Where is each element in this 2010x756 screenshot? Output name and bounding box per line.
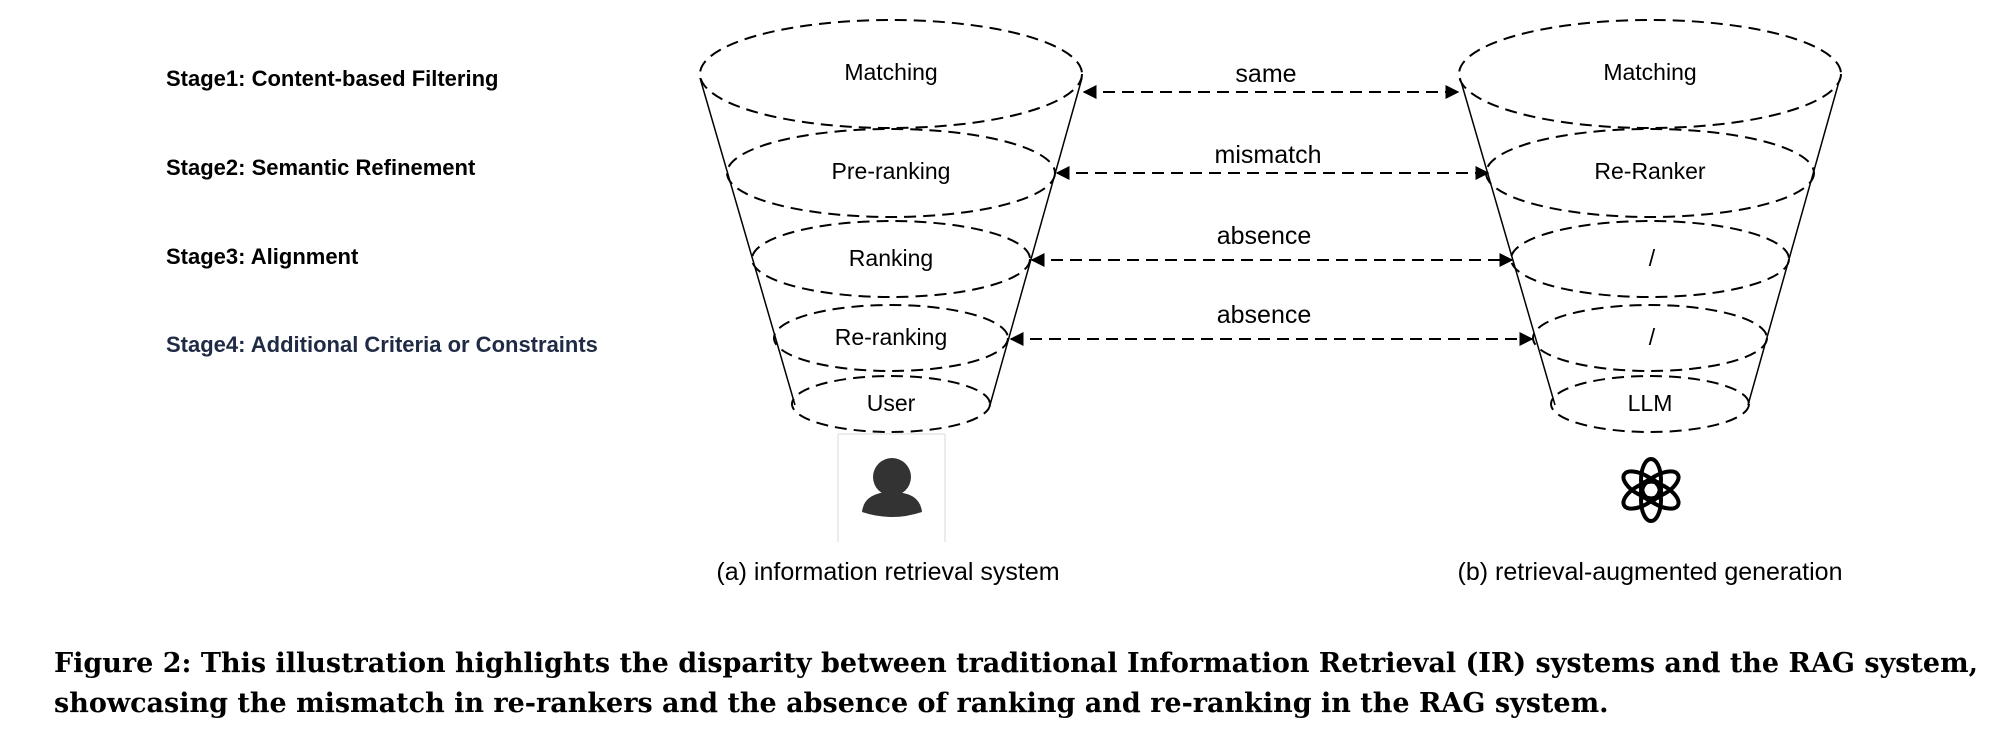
figure-caption-line-1: Figure 2: This illustration highlights t… (54, 648, 1979, 679)
right-layer-label-re-ranker: Re-Ranker (1594, 158, 1706, 184)
left-layer-user (791, 375, 991, 433)
openai-logo-icon (1621, 457, 1681, 523)
left-layer-label-user: User (867, 390, 916, 416)
left-system-caption: (a) information retrieval system (716, 558, 1059, 586)
left-layer-pre-ranking (726, 128, 1056, 218)
stage-2-label: Stage2: Semantic Refinement (166, 155, 476, 180)
left-layer-label-re-ranking: Re-ranking (835, 324, 948, 350)
funnel-comparison-diagram: Matching Pre-ranking Ranking Re-ranking … (699, 19, 1843, 586)
left-funnel-side-right (989, 77, 1083, 406)
stage-3-label: Stage3: Alignment (166, 244, 359, 269)
right-layer-label-llm: LLM (1628, 390, 1673, 416)
right-layer-llm (1550, 375, 1750, 433)
relation-arrows: same mismatch absence absence (1009, 60, 1534, 346)
user-person-icon (837, 433, 946, 542)
stage-1-label: Stage1: Content-based Filtering (166, 66, 499, 91)
stage-4-label: Stage4: Additional Criteria or Constrain… (166, 332, 598, 357)
right-funnel: Matching Re-Ranker / / LLM (1458, 19, 1842, 433)
figure-caption-line-2: showcasing the mismatch in re-rankers an… (54, 688, 1609, 719)
right-layer-re-ranker (1485, 128, 1815, 218)
right-system-caption: (b) retrieval-augmented generation (1458, 558, 1843, 586)
left-funnel-side-left (699, 77, 796, 406)
right-layer-label-absent-1: / (1649, 245, 1656, 271)
relation-label-absence-ranking: absence (1217, 222, 1312, 250)
left-layer-re-ranking (773, 304, 1009, 372)
figure-caption: Figure 2: This illustration highlights t… (54, 644, 2004, 724)
right-funnel-side-right (1747, 77, 1841, 406)
left-layer-label-matching: Matching (844, 59, 937, 85)
right-layer-label-absent-2: / (1649, 324, 1656, 350)
left-layer-label-ranking: Ranking (849, 245, 933, 271)
relation-label-same: same (1235, 60, 1296, 88)
relation-label-absence-re-ranking: absence (1217, 301, 1312, 329)
right-layer-matching (1458, 19, 1842, 129)
left-layer-matching (699, 19, 1083, 129)
relation-label-mismatch: mismatch (1215, 141, 1322, 169)
left-layer-label-pre-ranking: Pre-ranking (832, 158, 951, 184)
left-layer-ranking (751, 220, 1031, 298)
left-funnel: Matching Pre-ranking Ranking Re-ranking … (699, 19, 1083, 433)
right-funnel-side-left (1459, 77, 1556, 406)
right-layer-label-matching: Matching (1603, 59, 1696, 85)
right-layer-absent-1 (1510, 220, 1790, 298)
